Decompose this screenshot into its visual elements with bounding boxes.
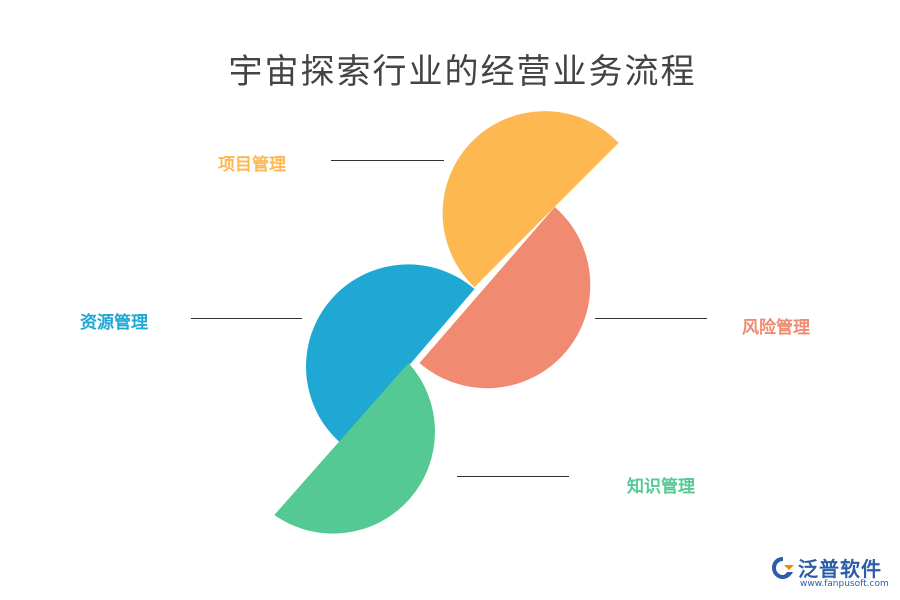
label-knowledge-management: 知识管理 (627, 477, 695, 497)
petal-risk-management (419, 207, 591, 389)
petal-project-management (442, 111, 619, 288)
connector-line-resource (191, 318, 302, 319)
petal-resource-management (306, 264, 475, 444)
petal-knowledge-management (274, 363, 435, 534)
logo-url: www.fanpusoft.com (800, 579, 889, 589)
fanpu-logo-icon (772, 557, 794, 579)
label-risk-management: 风险管理 (742, 318, 810, 338)
brand-logo: 泛普软件 www.fanpusoft.com (770, 553, 895, 593)
connector-line-project (331, 160, 444, 161)
label-resource-management: 资源管理 (80, 313, 148, 333)
diagram-title: 宇宙探索行业的经营业务流程 (228, 52, 697, 92)
label-project-management: 项目管理 (218, 155, 286, 175)
connector-line-knowledge (457, 476, 569, 477)
logo-name: 泛普软件 (798, 557, 882, 581)
connector-line-risk (595, 318, 707, 319)
